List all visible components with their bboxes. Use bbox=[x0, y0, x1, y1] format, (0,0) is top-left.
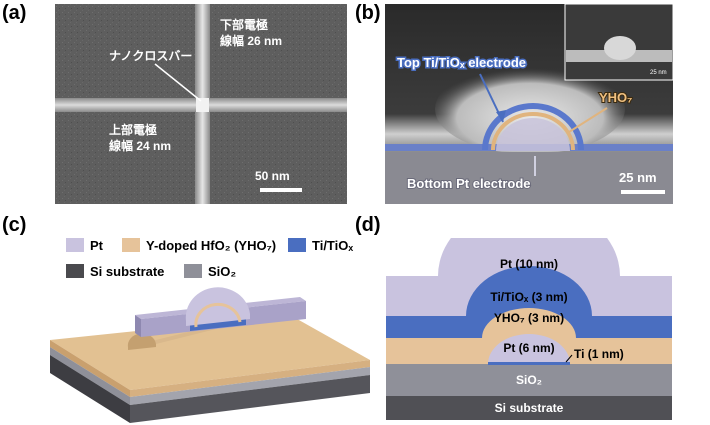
a-scale-bar bbox=[260, 188, 302, 192]
legend-swatch-ti bbox=[288, 238, 306, 252]
d-yho-label: YHO₇ (3 nm) bbox=[494, 311, 564, 325]
d-ti-label: Ti (1 nm) bbox=[574, 347, 624, 361]
d-pt-top-label: Pt (10 nm) bbox=[500, 257, 558, 271]
d-cross-section: Pt (10 nm) Ti/TiOₓ (3 nm) YHO₇ (3 nm) Pt… bbox=[386, 238, 672, 420]
d-ti-tiox-layer bbox=[386, 266, 672, 338]
legend-swatch-sio2 bbox=[184, 264, 202, 278]
legend-label-sio2: SiO₂ bbox=[208, 264, 237, 279]
c-si-substrate bbox=[130, 375, 370, 423]
c-legend: Pt Y-doped HfO₂ (YHO₇) Ti/TiOₓ Si substr… bbox=[66, 238, 366, 288]
a-top-electrode-width: 線幅 26 nm bbox=[220, 33, 282, 48]
d-pt-bottom-layer bbox=[488, 334, 570, 364]
panel-d-label: (d) bbox=[355, 214, 381, 236]
a-bottom-electrode-title: 上部電極 bbox=[109, 122, 157, 137]
b-scale-label: 25 nm bbox=[619, 170, 657, 185]
d-pt-bottom-label: Pt (6 nm) bbox=[503, 341, 554, 355]
a-top-electrode-title: 下部電極 bbox=[220, 17, 268, 32]
legend-label-ti: Ti/TiOₓ bbox=[312, 238, 354, 253]
b-yho-arrow bbox=[568, 107, 608, 133]
legend-label-yho: Y-doped HfO₂ (YHO₇) bbox=[146, 238, 277, 253]
sem-image-a: 下部電極 線幅 26 nm ナノクロスバー 上部電極 線幅 24 nm 50 n… bbox=[55, 4, 347, 204]
panel-c-label: (c) bbox=[2, 214, 27, 236]
a-crossbar-label: ナノクロスバー bbox=[109, 49, 192, 63]
b-bottom-electrode-label: Bottom Pt electrode bbox=[407, 176, 531, 191]
d-si-substrate-layer bbox=[386, 396, 672, 420]
panel-b-label: (b) bbox=[355, 2, 381, 24]
d-ti-adhesion-layer bbox=[488, 362, 570, 365]
b-yho-label: YHO₇ bbox=[599, 90, 632, 105]
d-sio2-label: SiO₂ bbox=[516, 373, 542, 387]
a-scale-label: 50 nm bbox=[255, 169, 290, 183]
b-top-electrode-label: Top Ti/TiOₓ electrode bbox=[397, 55, 526, 70]
c-dome-crossing bbox=[185, 287, 250, 326]
d-ti-tiox-label: Ti/TiOₓ (3 nm) bbox=[490, 290, 567, 304]
legend-swatch-si bbox=[66, 264, 84, 278]
legend-swatch-pt bbox=[66, 238, 84, 252]
panel-a-label: (a) bbox=[2, 2, 27, 24]
b-scale-bar bbox=[621, 190, 665, 194]
sem-image-b: 25 nm Top Ti/TiOₓ electrode YHO₇ Bottom … bbox=[385, 4, 673, 204]
sem-a-svg: 下部電極 線幅 26 nm ナノクロスバー 上部電極 線幅 24 nm 50 n… bbox=[55, 4, 347, 204]
legend-label-si: Si substrate bbox=[90, 264, 165, 279]
c-3d-device-illustration bbox=[50, 287, 370, 423]
b-inset-scale-label: 25 nm bbox=[650, 70, 667, 76]
legend-label-pt: Pt bbox=[90, 238, 103, 253]
legend-swatch-yho bbox=[122, 238, 140, 252]
sem-b-svg: 25 nm Top Ti/TiOₓ electrode YHO₇ Bottom … bbox=[385, 4, 673, 204]
c-sio2-layer bbox=[130, 367, 370, 405]
d-sio2-layer bbox=[386, 364, 672, 396]
d-si-label: Si substrate bbox=[495, 401, 564, 415]
a-bottom-electrode-width: 線幅 24 nm bbox=[109, 138, 171, 153]
c-yho-top-surface bbox=[50, 315, 370, 390]
